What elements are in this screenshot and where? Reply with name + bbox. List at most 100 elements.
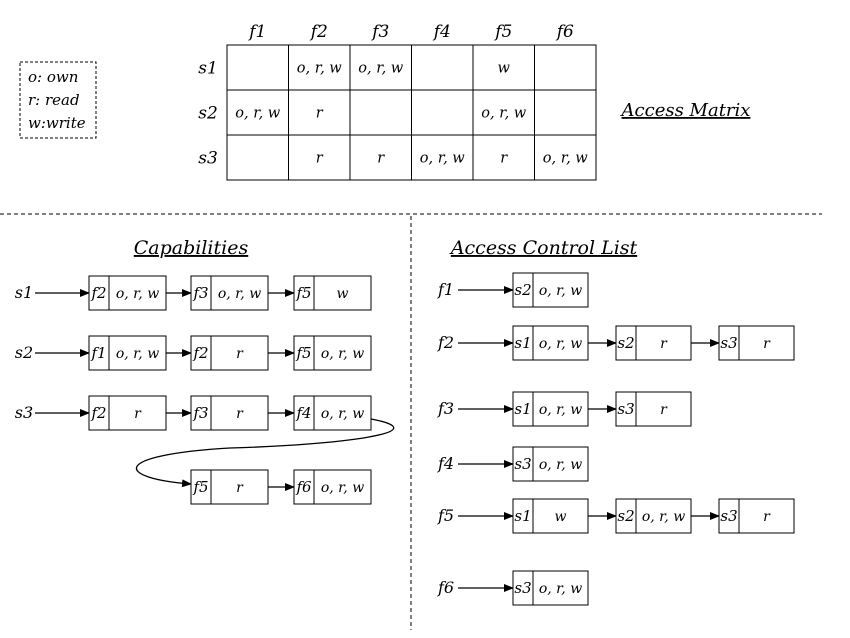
list-node: s3 r (615, 391, 692, 427)
acl-object: f3 (437, 399, 454, 418)
matrix-cell: o, r, w (358, 61, 404, 77)
node-key: f1 (90, 344, 106, 362)
matrix-cell: o, r, w (297, 61, 343, 77)
node-value: o, r, w (321, 406, 364, 422)
node-value: o, r, w (321, 480, 364, 496)
node-box (512, 325, 589, 361)
node-value: r (236, 406, 244, 422)
list-node: s2 r (615, 325, 692, 361)
node-value: o, r, w (218, 286, 261, 302)
matrix-cell: o, r, w (420, 151, 466, 167)
node-box (293, 395, 372, 431)
node-value: r (763, 336, 771, 352)
list-node: s1 w (512, 498, 589, 534)
acl-object: f6 (437, 578, 454, 597)
matrix-cell: r (377, 151, 385, 167)
node-value: r (660, 336, 668, 352)
node-value: r (236, 480, 244, 496)
matrix-row-header: s3 (198, 149, 218, 169)
matrix-cell: o, r, w (235, 106, 281, 122)
node-value: r (236, 346, 244, 362)
matrix-cell: w (498, 61, 511, 77)
node-key: s1 (514, 400, 531, 418)
node-key: f5 (192, 478, 208, 496)
acl-object: f5 (437, 506, 454, 525)
list-node: s3 r (718, 325, 795, 361)
legend-line: w:write (28, 114, 86, 132)
node-value: w (337, 286, 349, 302)
node-key: s2 (617, 507, 634, 525)
node-key: f5 (295, 344, 311, 362)
node-box (615, 325, 692, 361)
acl-object: f1 (437, 280, 454, 299)
node-box (190, 395, 269, 431)
node-box (293, 469, 372, 505)
list-node: s2 o, r, w (615, 498, 692, 534)
matrix-column-header: f5 (493, 22, 512, 42)
node-box (293, 275, 372, 311)
list-node: f5 o, r, w (293, 335, 372, 371)
node-value: o, r, w (116, 286, 159, 302)
node-key: s3 (617, 400, 634, 418)
node-value: o, r, w (116, 346, 159, 362)
node-key: f3 (192, 404, 208, 422)
node-value: o, r, w (539, 283, 582, 299)
capability-subject: s2 (15, 343, 33, 362)
node-box (718, 498, 795, 534)
node-key: f2 (90, 404, 106, 422)
node-key: s2 (514, 281, 531, 299)
node-value: o, r, w (321, 346, 364, 362)
node-box (512, 570, 589, 606)
node-value: o, r, w (539, 457, 582, 473)
matrix-cell: r (316, 106, 324, 122)
capability-subject: s1 (15, 283, 33, 302)
legend: o: own r: read w:write (19, 61, 97, 139)
matrix-column-header: f3 (370, 22, 389, 42)
node-box (190, 335, 269, 371)
node-key: s3 (514, 455, 531, 473)
list-node: f2 r (88, 395, 167, 431)
node-key: f6 (295, 478, 312, 496)
matrix-row-header: s2 (198, 104, 218, 124)
node-box (293, 335, 372, 371)
wrap-arrow (135, 418, 395, 488)
node-key: s3 (720, 334, 737, 352)
acl-object: f4 (437, 454, 454, 473)
node-key: f2 (192, 344, 208, 362)
node-value: o, r, w (539, 336, 582, 352)
legend-line: o: own (28, 68, 78, 86)
node-box (88, 335, 167, 371)
legend-line: r: read (28, 91, 80, 109)
matrix-cell: o, r, w (543, 151, 589, 167)
list-node: s3 o, r, w (512, 446, 589, 482)
node-key: s3 (514, 579, 531, 597)
node-key: s2 (617, 334, 634, 352)
node-box (88, 395, 167, 431)
matrix-column-header: f6 (555, 22, 574, 42)
node-value: o, r, w (642, 509, 685, 525)
node-box (190, 275, 269, 311)
node-value: w (555, 509, 567, 525)
node-box (88, 275, 167, 311)
node-value: r (660, 402, 668, 418)
matrix-column-header: f1 (247, 22, 266, 42)
list-node: f5 r (190, 469, 269, 505)
node-key: s3 (720, 507, 737, 525)
list-node: s2 o, r, w (512, 272, 589, 308)
matrix-column-header: f4 (432, 22, 451, 42)
list-node: f2 r (190, 335, 269, 371)
access-matrix-title: Access Matrix (620, 100, 751, 121)
node-box (615, 391, 692, 427)
matrix-cell: o, r, w (481, 106, 527, 122)
list-node: f3 r (190, 395, 269, 431)
node-key: s1 (514, 507, 531, 525)
matrix-cell: r (500, 151, 508, 167)
node-value: r (134, 406, 142, 422)
